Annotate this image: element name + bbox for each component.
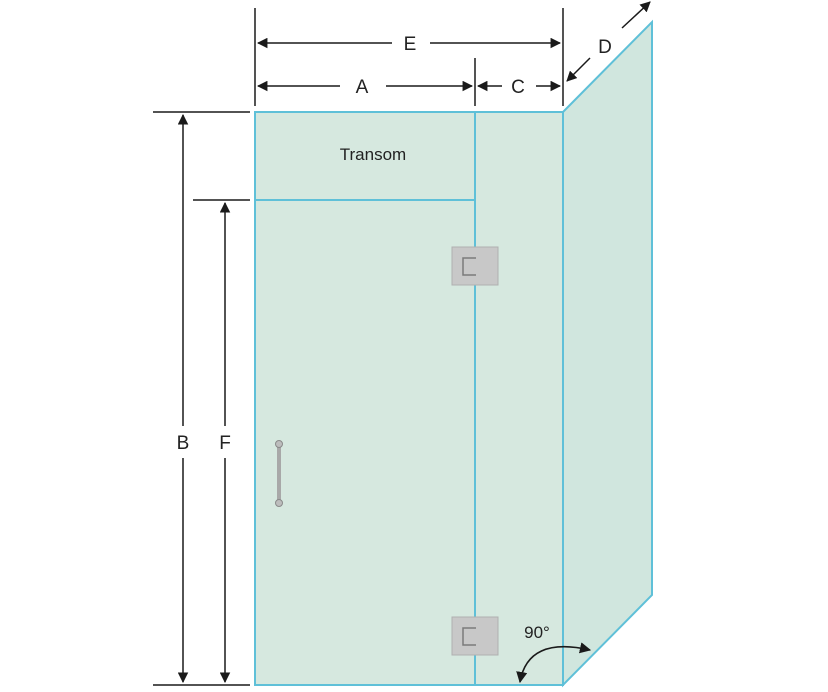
transom-panel (254, 111, 476, 201)
label-b: B (177, 433, 190, 454)
label-a: A (356, 77, 369, 98)
angle-label: 90° (524, 623, 550, 642)
label-d: D (598, 37, 612, 58)
door-panel (254, 199, 476, 686)
angle-arc (516, 642, 592, 684)
bottom-hinge (451, 616, 499, 656)
dimension-d (566, 1, 651, 82)
door-handle (275, 440, 283, 507)
label-c: C (511, 77, 525, 98)
return-side-panel (562, 19, 653, 688)
label-e: E (404, 34, 417, 55)
top-hinge (451, 246, 499, 286)
label-f: F (219, 433, 231, 454)
fixed-front-panel (474, 111, 564, 686)
extension-lines (153, 8, 564, 686)
transom-label: Transom (340, 145, 406, 164)
glass-enclosure (254, 19, 653, 688)
